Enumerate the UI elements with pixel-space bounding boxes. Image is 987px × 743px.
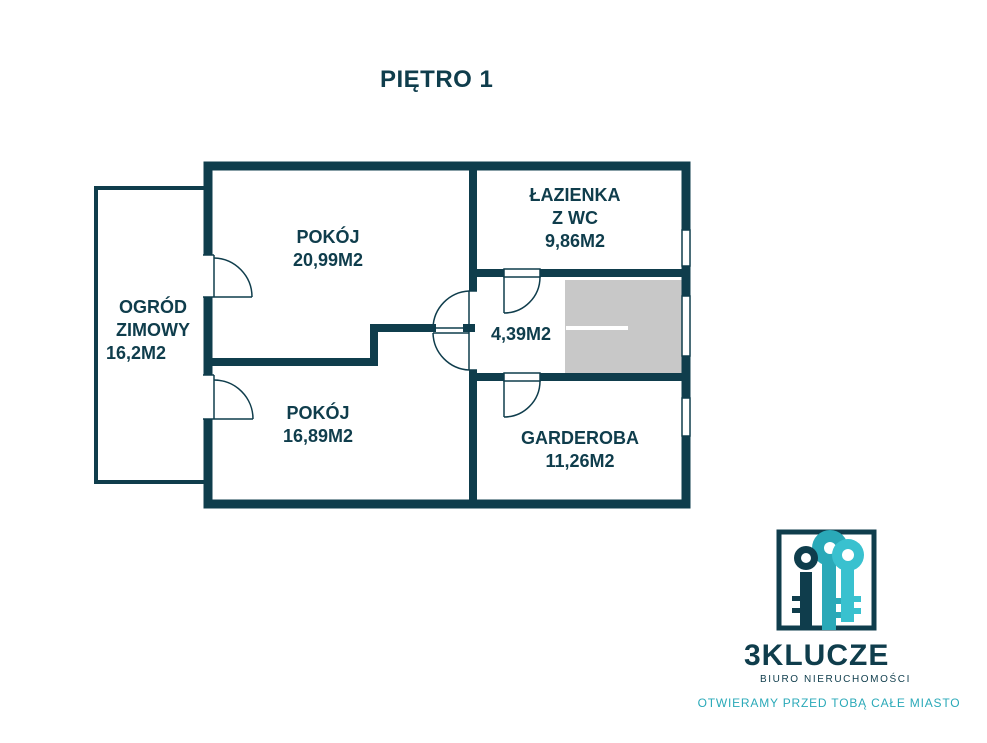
garderoba-area: 11,26M2 [545, 451, 615, 471]
logo: 3KLUCZE BIURO NIERUCHOMOŚCI OTWIERAMY PR… [698, 522, 962, 722]
floor-title: PIĘTRO 1 [380, 66, 494, 93]
doors-hall [432, 290, 477, 371]
lazienka-area: 9,86M2 [544, 231, 606, 251]
ogrod-area: 16,2M2 [106, 343, 167, 363]
ogrod-line2: ZIMOWY [116, 320, 190, 340]
lazienka-line1: ŁAZIENKA [529, 185, 621, 205]
pokoj-top-name: POKÓJ [296, 227, 360, 247]
logo-name: 3KLUCZE [744, 639, 890, 672]
room-label-ogrod: OGRÓD ZIMOWY 16,2M2 [100, 296, 206, 365]
logo-slogan: OTWIERAMY PRZED TOBĄ CAŁE MIASTO [697, 696, 961, 710]
windows-right [681, 229, 691, 437]
doors-hall-small [503, 268, 541, 418]
wall-rooms-divider [208, 324, 436, 366]
logo-subtitle: BIURO NIERUCHOMOŚCI [760, 674, 911, 685]
pokoj-bottom-name: POKÓJ [286, 403, 350, 423]
room-label-pokoj-top: POKÓJ 20,99M2 [258, 226, 398, 272]
pokoj-top-area: 20,99M2 [292, 250, 364, 270]
room-label-hall: 4,39M2 [478, 323, 564, 346]
doors-left [203, 254, 254, 420]
room-label-garderoba: GARDEROBA 11,26M2 [500, 427, 660, 473]
garderoba-name: GARDEROBA [520, 428, 639, 448]
hall-area: 4,39M2 [490, 324, 552, 344]
lazienka-line2: Z WC [552, 208, 598, 228]
ogrod-line1: OGRÓD [118, 297, 187, 317]
pokoj-bottom-area: 16,89M2 [282, 426, 354, 446]
room-label-lazienka: ŁAZIENKA Z WC 9,86M2 [505, 184, 645, 253]
room-label-pokoj-bottom: POKÓJ 16,89M2 [248, 402, 388, 448]
logo-keys-icon [776, 529, 877, 631]
